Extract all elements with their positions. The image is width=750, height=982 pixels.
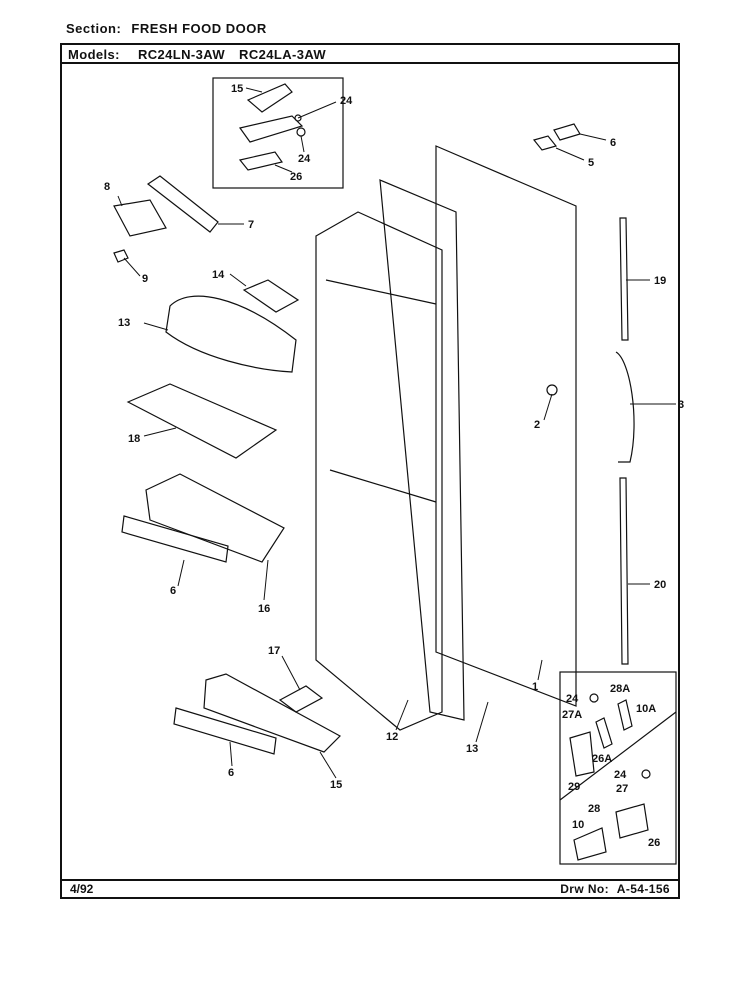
callout-3: 3 [678,399,684,411]
part-11-door-liner [315,211,443,731]
inset-divider [559,711,677,801]
part-26A-hinge [595,717,613,749]
part-22-plate [238,115,304,143]
part-8-block [113,199,167,237]
callout-5: 6 [610,137,616,149]
drawing-frame: Models: RC24LN-3AW RC24LA-3AW 4/92 Drw N… [60,43,680,899]
callout-6-upper: 6 [170,585,176,597]
part-17-cover [246,83,293,113]
section-value: FRESH FOOD DOOR [131,21,267,36]
callout-29: 29 [568,781,580,793]
footer-drawing: Drw No: A-54-156 [560,882,670,896]
callout-24-upper: 24 [566,693,579,705]
models-text: Models: RC24LN-3AW RC24LA-3AW [68,47,326,62]
part-29-bracket [569,731,595,777]
callout-1: 1 [532,681,538,693]
callout-18: 17 [268,645,280,657]
part-21-trim [619,477,629,665]
part-14-trim [242,279,300,313]
part-10-bracket [573,827,607,861]
callout-11: 12 [386,731,398,743]
drawing-number: A-54-156 [616,882,670,896]
callout-21: 20 [654,579,666,591]
callout-27A: 27A [562,709,582,721]
callout-22: 24 [340,95,353,107]
part-2-plug [546,384,558,396]
callout-6-lower: 6 [228,767,234,779]
callout-28: 28 [588,803,600,815]
callout-10: 10 [572,819,584,831]
drawing-label: Drw No: [560,882,610,896]
callout-27: 27 [616,783,628,795]
callout-16: 16 [258,603,270,615]
callout-2: 2 [534,419,540,431]
callout-20: 19 [654,275,666,287]
part-23-washer [296,127,306,137]
part-4-cap [532,135,558,151]
part-16-bin [145,473,285,563]
callout-23: 24 [298,153,311,165]
section-header: Section: FRESH FOOD DOOR [66,21,267,36]
model-2: RC24LA-3AW [239,47,327,62]
part-20-trim [619,217,629,341]
callout-7: 7 [248,219,254,231]
callout-12: 13 [466,743,478,755]
callout-24-lower: 24 [614,769,627,781]
footer-bar: 4/92 Drw No: A-54-156 [62,879,678,897]
models-bar: Models: RC24LN-3AW RC24LA-3AW [62,45,678,64]
part-11-shelves [325,279,437,503]
callout-15: 15 [330,779,342,791]
part-12-gasket [379,179,465,721]
part-24-washer-upper [589,693,599,703]
callout-8: 8 [104,181,110,193]
inset-box-hinge-bottom [559,671,677,865]
callout-9: 9 [142,273,148,285]
section-label: Section: [66,21,122,36]
part-25-shim [238,151,283,171]
part-15-bin [203,673,341,753]
model-1: RC24LN-3AW [137,47,226,62]
callout-14: 14 [212,269,225,281]
footer-date: 4/92 [70,882,94,896]
callout-10A: 10A [636,703,656,715]
part-13-bin-cover [165,295,297,373]
part-6-trim-lower [173,707,277,755]
part-7-bracket [146,175,219,233]
part-9-screw [113,249,129,263]
part-22-screw [294,114,302,122]
callout-17: 15 [231,83,243,95]
callout-19: 18 [128,433,140,445]
part-3-handle [615,351,635,463]
part-1-outer-door [435,145,577,707]
part-28A-plate [617,699,633,731]
callout-26A: 26A [592,753,612,765]
models-label: Models: [68,47,120,62]
part-6-trim-upper [121,515,229,563]
part-24-washer-lower [641,769,651,779]
part-5-cap [553,123,581,141]
callout-25: 26 [290,171,302,183]
part-26-hinge [615,803,649,839]
callout-4: 5 [588,157,594,169]
callout-13: 13 [118,317,130,329]
inset-box-hinge-top [212,77,344,189]
part-19-egg-tray [126,383,278,459]
part-18-clip [278,685,324,713]
callout-28A: 28A [610,683,630,695]
callout-26: 26 [648,837,660,849]
